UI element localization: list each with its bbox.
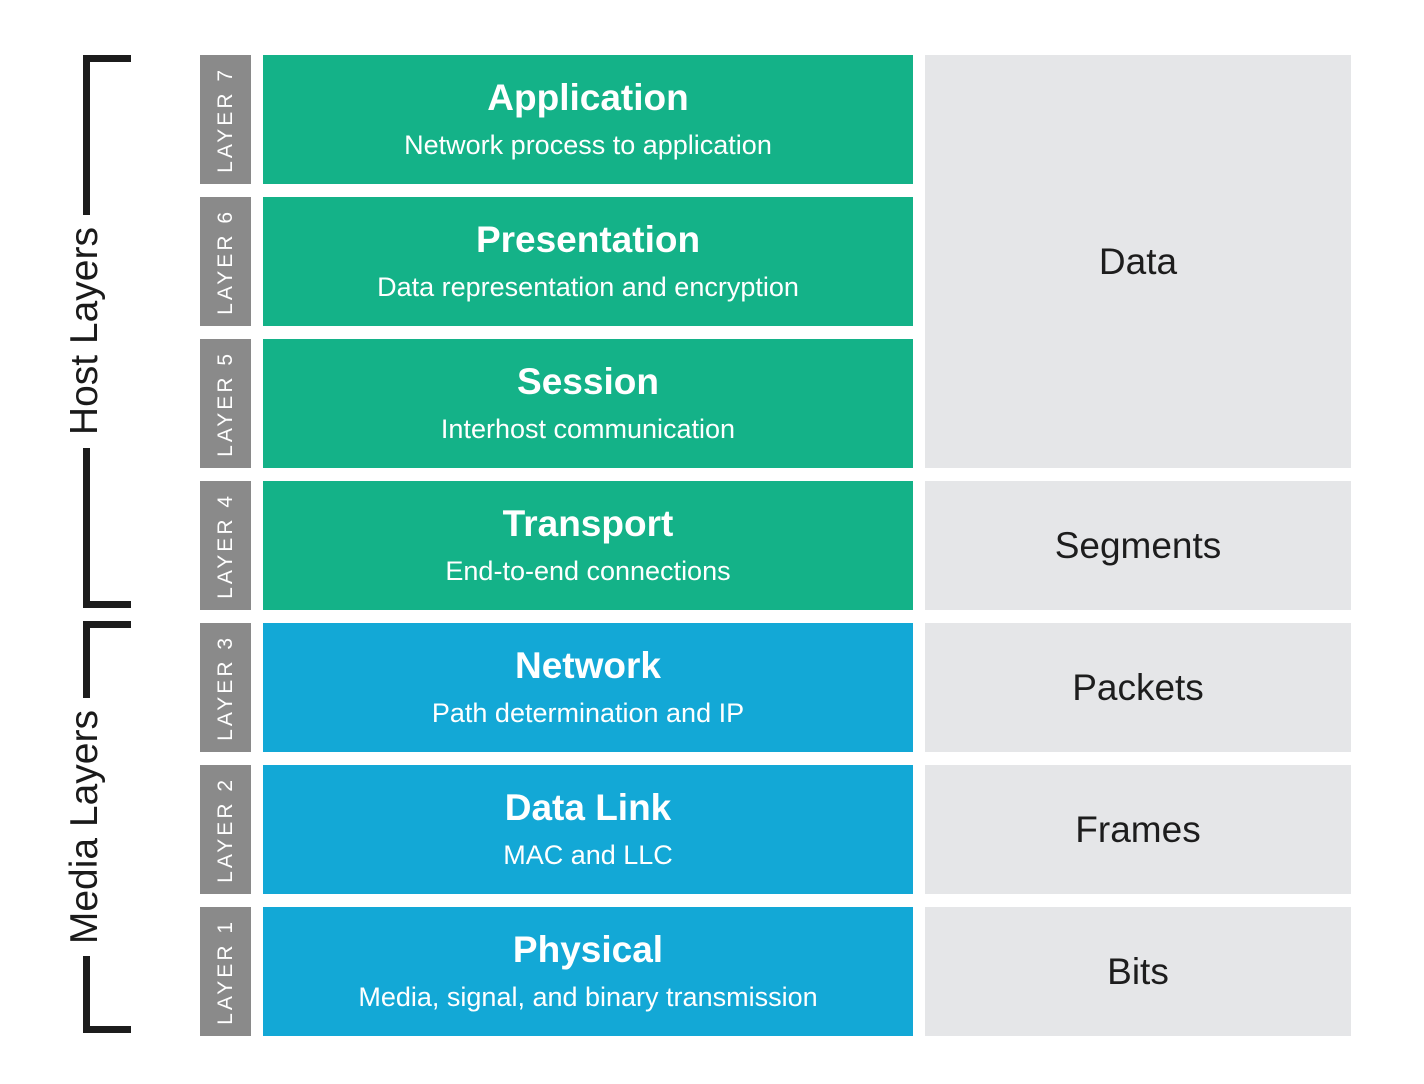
layer-title: Physical bbox=[512, 929, 664, 971]
bracket-cap bbox=[83, 621, 131, 628]
bracket-cap bbox=[83, 55, 131, 62]
layer-subtitle: Interhost communication bbox=[440, 414, 736, 445]
layer-title: Presentation bbox=[475, 219, 701, 261]
layer-5-tab: LAYER 5 bbox=[200, 339, 251, 468]
bracket-line bbox=[83, 62, 90, 216]
layer-6-block-presentation: Presentation Data representation and enc… bbox=[263, 197, 913, 326]
layer-3-block-network: Network Path determination and IP bbox=[263, 623, 913, 752]
layer-2-block-data-link: Data Link MAC and LLC bbox=[263, 765, 913, 894]
bracket-cap bbox=[83, 1026, 131, 1033]
layer-7-tab-label: LAYER 7 bbox=[213, 66, 237, 173]
layer-subtitle: Network process to application bbox=[404, 130, 772, 161]
pdu-label: Bits bbox=[1107, 950, 1169, 992]
pdu-label: Data bbox=[1098, 240, 1178, 282]
layer-subtitle: Data representation and encryption bbox=[377, 272, 799, 303]
layer-7-tab: LAYER 7 bbox=[200, 55, 251, 184]
layer-1-tab-label: LAYER 1 bbox=[213, 918, 237, 1025]
pdu-block-data: Data bbox=[925, 55, 1351, 468]
layer-6-tab-label: LAYER 6 bbox=[213, 208, 237, 315]
layer-title: Transport bbox=[502, 503, 674, 545]
layer-3-tab-label: LAYER 3 bbox=[213, 634, 237, 741]
layer-7-block-application: Application Network process to applicati… bbox=[263, 55, 913, 184]
pdu-block-frames: Frames bbox=[925, 765, 1351, 894]
layer-subtitle: Media, signal, and binary transmission bbox=[358, 982, 818, 1013]
pdu-label: Frames bbox=[1075, 808, 1201, 850]
bracket-line bbox=[83, 447, 90, 601]
pdu-label: Segments bbox=[1054, 524, 1222, 566]
layer-6-tab: LAYER 6 bbox=[200, 197, 251, 326]
layer-4-tab: LAYER 4 bbox=[200, 481, 251, 610]
layer-5-block-session: Session Interhost communication bbox=[263, 339, 913, 468]
layer-title: Application bbox=[487, 77, 689, 119]
layers-grid: LAYER 7 Application Network process to a… bbox=[200, 55, 1351, 1036]
host-layers-bracket: Host Layers bbox=[63, 55, 131, 608]
layer-title: Network bbox=[515, 645, 661, 687]
bracket-cap bbox=[83, 601, 131, 608]
layer-4-tab-label: LAYER 4 bbox=[213, 492, 237, 599]
layer-2-tab: LAYER 2 bbox=[200, 765, 251, 894]
layer-5-tab-label: LAYER 5 bbox=[213, 350, 237, 457]
layer-subtitle: End-to-end connections bbox=[445, 556, 731, 587]
pdu-block-packets: Packets bbox=[925, 623, 1351, 752]
pdu-label: Packets bbox=[1072, 666, 1204, 708]
media-layers-label: Media Layers bbox=[63, 709, 106, 945]
bracket-line bbox=[83, 628, 90, 698]
layer-subtitle: Path determination and IP bbox=[431, 698, 745, 729]
pdu-block-segments: Segments bbox=[925, 481, 1351, 610]
host-layers-label: Host Layers bbox=[63, 227, 106, 436]
layer-1-tab: LAYER 1 bbox=[200, 907, 251, 1036]
layer-1-block-physical: Physical Media, signal, and binary trans… bbox=[263, 907, 913, 1036]
layer-subtitle: MAC and LLC bbox=[503, 840, 673, 871]
pdu-block-bits: Bits bbox=[925, 907, 1351, 1036]
media-layers-bracket: Media Layers bbox=[63, 621, 131, 1033]
layer-2-tab-label: LAYER 2 bbox=[213, 776, 237, 883]
layer-3-tab: LAYER 3 bbox=[200, 623, 251, 752]
layer-title: Session bbox=[517, 361, 659, 403]
layer-4-block-transport: Transport End-to-end connections bbox=[263, 481, 913, 610]
layer-title: Data Link bbox=[504, 787, 672, 829]
bracket-line bbox=[83, 956, 90, 1026]
